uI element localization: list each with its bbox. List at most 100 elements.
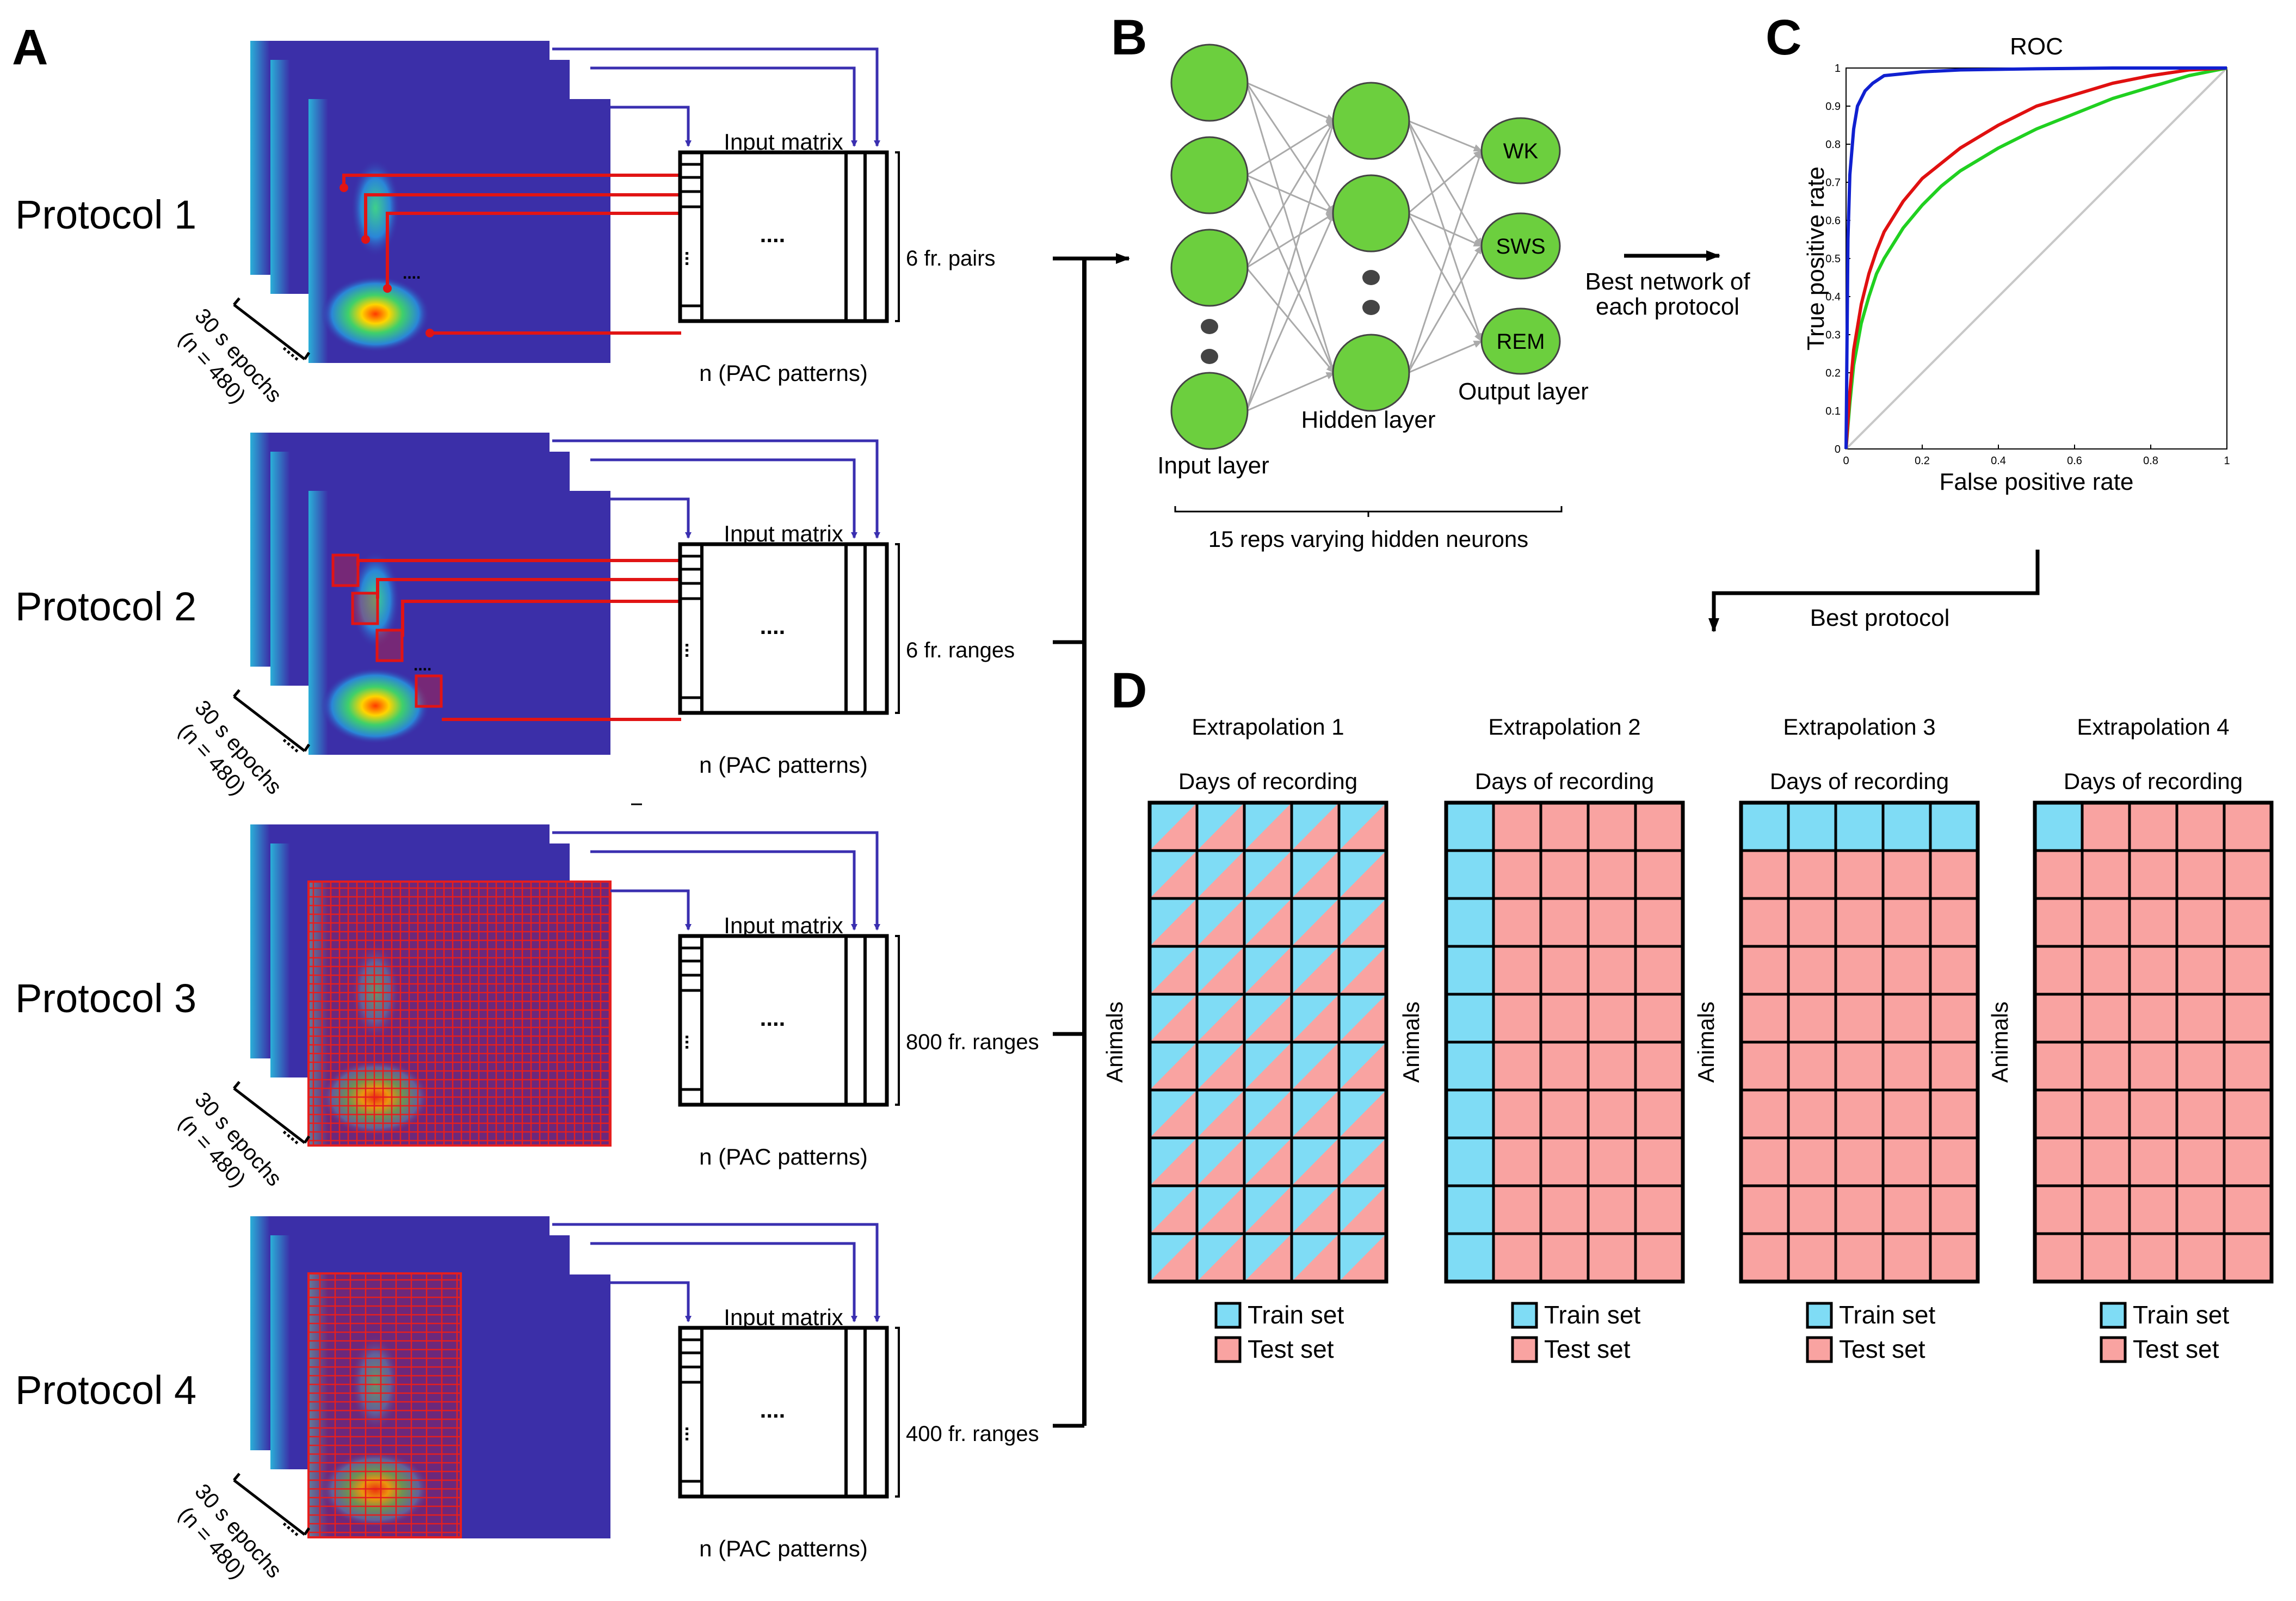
grid-cell <box>1741 946 1788 994</box>
grid-cell-test <box>1339 1138 1386 1186</box>
grid-cell <box>2177 1186 2224 1234</box>
output-label: WK <box>1503 139 1539 163</box>
epochs-ellipsis: .... <box>279 728 308 756</box>
input-matrix <box>678 1326 889 1499</box>
matrix-red-ellipsis: ... <box>681 1426 702 1442</box>
connection <box>1408 340 1483 374</box>
grid-cell <box>1541 1138 1588 1186</box>
x-axis-label: False positive rate <box>1939 469 2133 495</box>
grid-cell <box>1930 1186 1978 1234</box>
x-tick-label: 0.2 <box>1915 455 1930 467</box>
pac-map-edge <box>270 1235 290 1469</box>
grid-cell <box>1493 946 1541 994</box>
grid-cell <box>1541 1186 1588 1234</box>
matrix-ellipsis: .... <box>760 613 786 639</box>
ellipsis-dot <box>1362 270 1380 285</box>
grid-cell-test <box>1244 1186 1292 1234</box>
grid-cell-test <box>1244 851 1292 898</box>
grid-cell <box>1883 946 1930 994</box>
grid-cell <box>1930 898 1978 946</box>
legend-swatch-test <box>1511 1336 1538 1363</box>
legend-train-label: Train set <box>1544 1301 1640 1329</box>
connection <box>1407 120 1483 247</box>
epochs-bracket <box>233 695 306 752</box>
feature-bracket <box>895 935 900 1106</box>
grid-cell <box>1836 1090 1883 1138</box>
patterns-label: n (PAC patterns) <box>699 360 868 386</box>
grid-cell <box>2082 994 2130 1042</box>
epochs-bracket-tick <box>303 352 311 360</box>
legend-swatch-train <box>1806 1302 1833 1329</box>
y-tick-label: 0.3 <box>1825 329 1841 341</box>
input-neuron <box>1170 136 1249 214</box>
grid-cell-test <box>1339 898 1386 946</box>
grid-cell-test <box>1244 803 1292 851</box>
grid-cell <box>1635 851 1683 898</box>
feature-line <box>386 212 681 288</box>
matrix-red-ellipsis: ... <box>681 251 702 266</box>
grid-cell <box>1836 994 1883 1042</box>
grid-cell <box>2035 1138 2082 1186</box>
grid-cell <box>1446 994 1493 1042</box>
grid-cell <box>2224 994 2272 1042</box>
map-arrow <box>552 1223 880 1322</box>
grid-cell <box>2130 1090 2177 1138</box>
grid-cell <box>1883 851 1930 898</box>
grid-cell <box>1493 1138 1541 1186</box>
grid-cell <box>1741 1186 1788 1234</box>
extrapolation-title: Extrapolation 2 <box>1488 714 1640 740</box>
feature-count-label: 6 fr. ranges <box>906 638 1015 662</box>
connection <box>1246 120 1335 176</box>
roc-series-line <box>1845 67 2228 450</box>
grid-cell <box>1788 1042 1836 1090</box>
epochs-bracket-tick <box>303 1135 311 1144</box>
map-arrow <box>610 106 692 147</box>
grid-cell <box>1588 1234 1635 1282</box>
grid-cell <box>2082 946 2130 994</box>
grid-cell-test <box>1197 803 1244 851</box>
grid-cell <box>2082 1138 2130 1186</box>
connection <box>1245 175 1335 374</box>
map-arrow <box>552 831 880 931</box>
grid-cell <box>1446 1090 1493 1138</box>
connection <box>1245 267 1335 374</box>
animals-label: Animals <box>1693 1001 1719 1082</box>
input-matrix <box>678 934 889 1107</box>
grid-cell <box>1930 1090 1978 1138</box>
feature-ellipsis: .... <box>403 264 421 282</box>
grid-cell <box>1446 1042 1493 1090</box>
grid-cell <box>1588 851 1635 898</box>
grid-cell <box>2177 803 2224 851</box>
grid-cell <box>1588 1042 1635 1090</box>
grid-cell-test <box>1244 994 1292 1042</box>
epochs-bracket-tick <box>233 1473 240 1481</box>
grid-cell <box>1741 994 1788 1042</box>
grid-cell <box>1883 1042 1930 1090</box>
grid-cell <box>1446 946 1493 994</box>
grid-cell-test <box>1292 1090 1339 1138</box>
protocol-1: Protocol 1....Input matrix.......n (PAC … <box>15 41 996 408</box>
grid-cell-test <box>1292 1186 1339 1234</box>
input-matrix <box>678 150 889 323</box>
grid-cell <box>1883 1090 1930 1138</box>
grid-cell <box>2130 1234 2177 1282</box>
grid-cell <box>1493 1042 1541 1090</box>
grid-cell <box>2035 946 2082 994</box>
connection <box>1245 120 1335 268</box>
roc-series-line <box>1844 66 2227 449</box>
grid-cell-test <box>1339 851 1386 898</box>
epochs-ellipsis: .... <box>279 336 308 365</box>
connection <box>1246 82 1335 122</box>
grid-cell-test <box>1244 946 1292 994</box>
pac-map <box>308 99 610 363</box>
output-neuron <box>1480 117 1561 184</box>
grid-cell <box>1541 851 1588 898</box>
feature-point <box>425 329 434 337</box>
map-arrow <box>590 850 857 931</box>
feature-box <box>415 674 443 708</box>
map-arrow <box>610 497 692 539</box>
grid-cell <box>2177 1090 2224 1138</box>
hidden-neuron <box>1332 82 1410 160</box>
